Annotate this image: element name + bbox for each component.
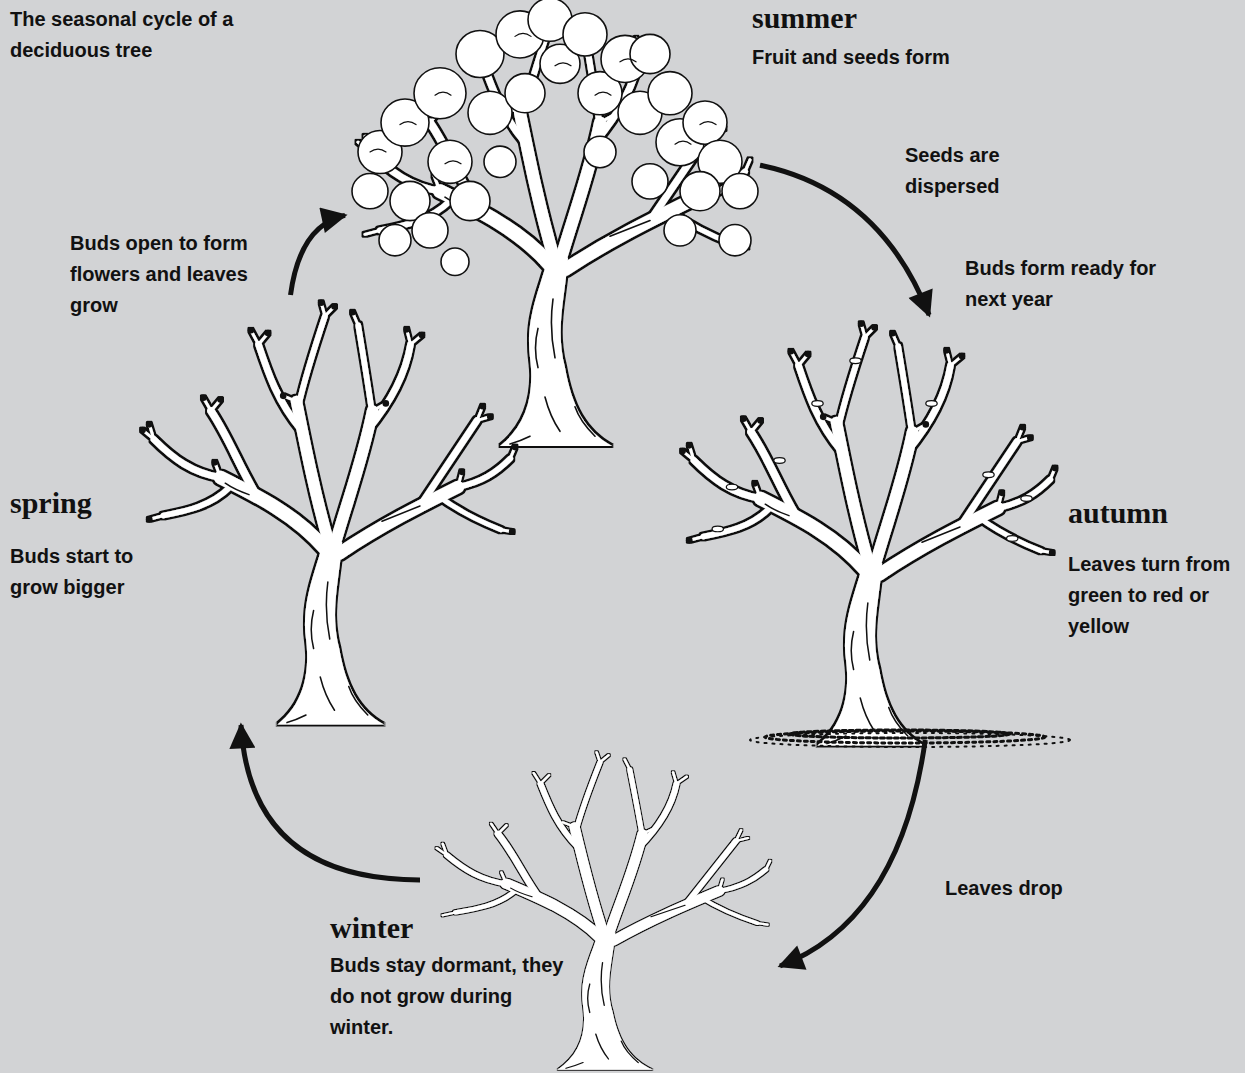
cycle-arrow [241,725,420,880]
season-heading: autumn [1068,495,1168,531]
fallen-leaves [750,730,1070,747]
season-node: springBuds start to grow bigger [175,295,505,725]
cycle-arrow [291,215,346,295]
season-heading: spring [10,485,92,521]
arrow-label: Seeds are dispersed [905,140,1055,202]
season-description: Fruit and seeds form [752,42,1012,73]
season-node: winterBuds stay dormant, they do not gro… [420,745,780,1070]
season-description: Buds start to grow bigger [10,541,180,603]
note-label: Buds form ready for next year [965,253,1175,315]
cycle-arrow [760,165,929,315]
spring-tree [139,299,518,724]
arrow-label: Leaves drop [945,873,1115,904]
diagram-title: The seasonal cycle of a deciduous tree [10,4,260,66]
autumn-tree [679,320,1058,745]
arrow-label: Buds open to form flowers and leaves gro… [70,228,280,321]
season-description: Leaves turn from green to red or yellow [1068,549,1238,642]
season-node: autumnLeaves turn from green to red or y… [675,315,1060,740]
season-description: Buds stay dormant, they do not grow duri… [330,950,570,1043]
season-heading: winter [330,910,413,946]
season-heading: summer [752,0,857,36]
cycle-arrow [780,740,925,966]
season-node: summerFruit and seeds form [345,0,760,295]
summer-tree [352,0,758,446]
winter-tree [437,752,770,1069]
